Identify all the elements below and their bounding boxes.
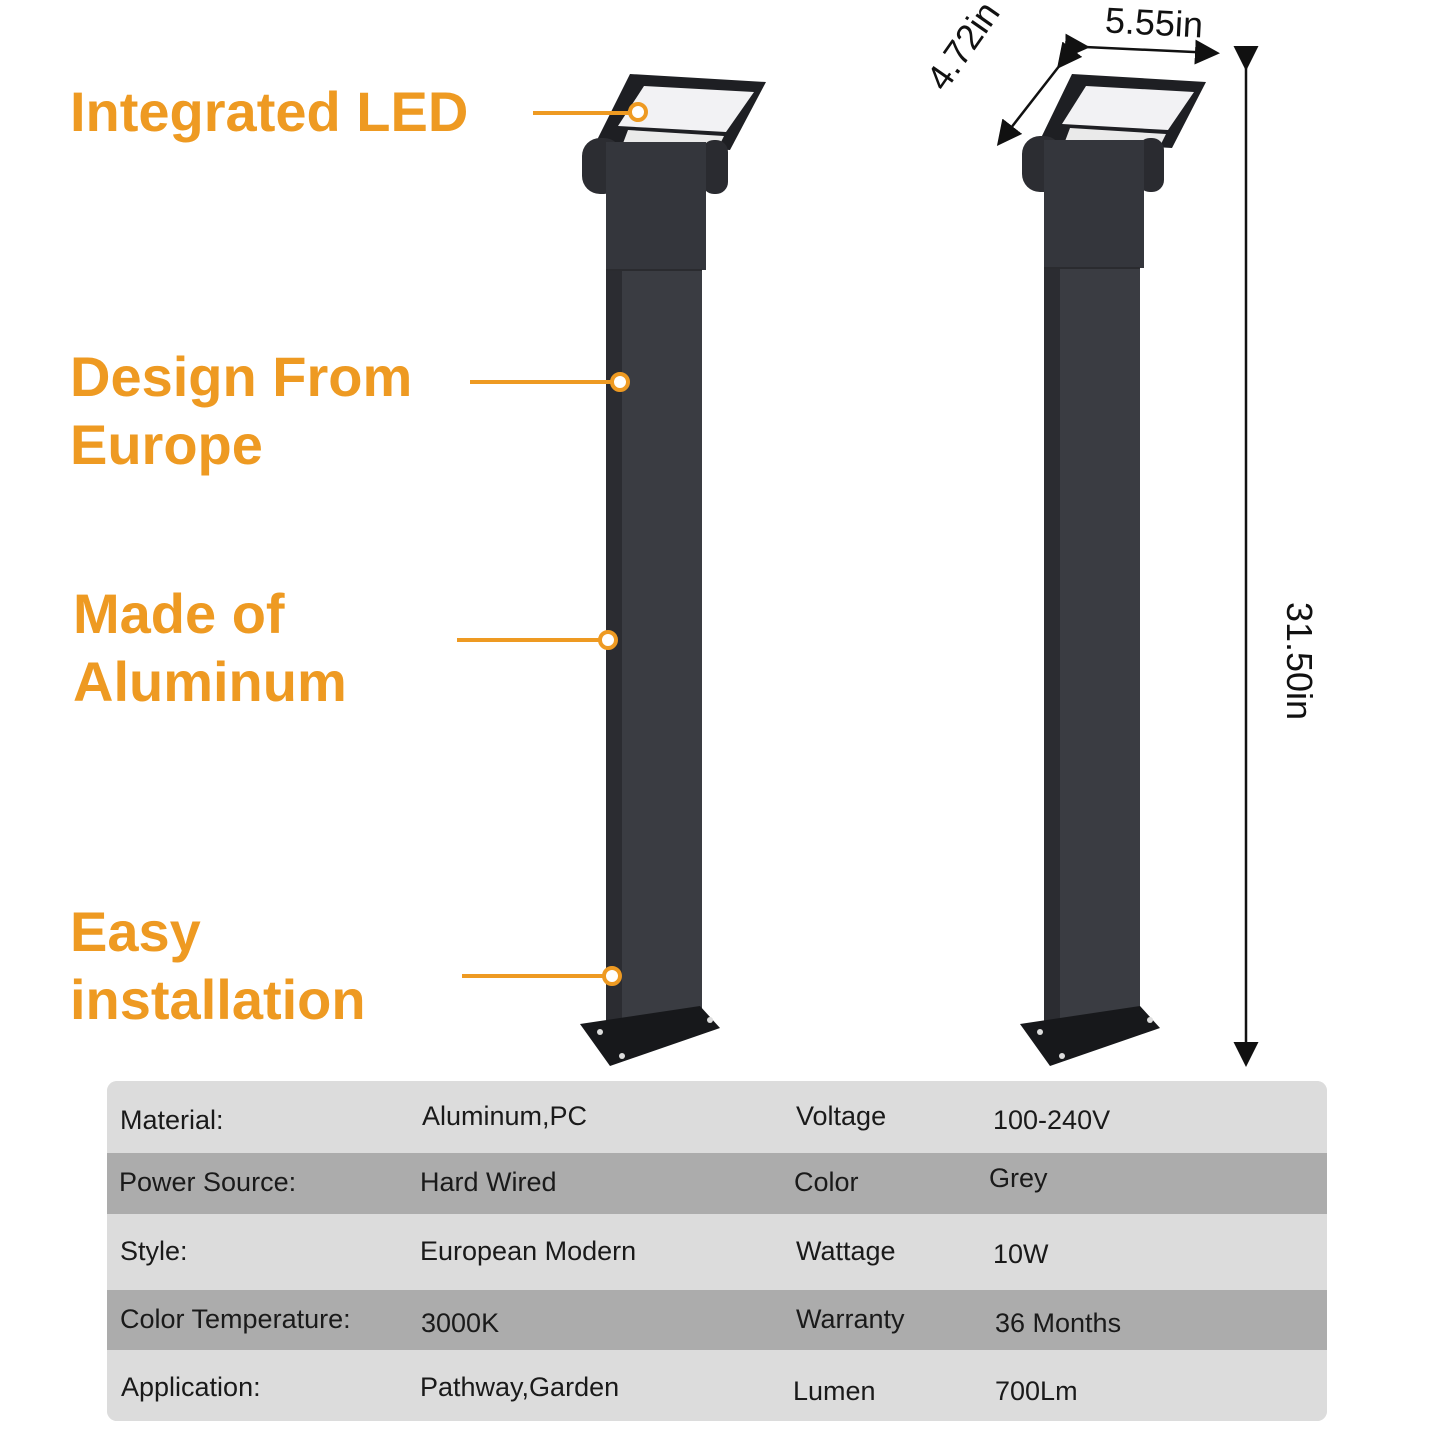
- spec-value: 36 Months: [995, 1308, 1122, 1338]
- spec-label: Material:: [120, 1105, 224, 1135]
- spec-value: Pathway,Garden: [420, 1372, 620, 1402]
- spec-row: Style: European Modern Wattage 10W: [107, 1214, 1327, 1290]
- spec-row: Power Source: Hard Wired Color Grey: [107, 1153, 1327, 1214]
- dimension-height-label: 31.50in: [1279, 601, 1321, 721]
- callout-line-installation: [462, 974, 607, 978]
- callout-dot-design: [610, 372, 630, 392]
- lamp-product-image-left: [580, 74, 766, 1066]
- spec-label: Color Temperature:: [120, 1304, 351, 1334]
- lamp-product-image-right: [1020, 74, 1206, 1066]
- feature-label: Integrated LED: [70, 80, 469, 143]
- spec-label: Application:: [121, 1372, 261, 1402]
- feature-label-line: installation: [70, 968, 366, 1031]
- spec-label: Voltage: [796, 1101, 887, 1131]
- feature-label-line: Aluminum: [73, 650, 347, 713]
- feature-label-line: Design From: [70, 345, 413, 408]
- spec-value: Aluminum,PC: [422, 1101, 588, 1131]
- spec-row: Color Temperature: 3000K Warranty 36 Mon…: [107, 1290, 1327, 1350]
- dimension-arrows: [996, 33, 1259, 1067]
- callout-line-led: [533, 111, 633, 115]
- feature-label-line: Europe: [70, 413, 263, 476]
- spec-row: Application: Pathway,Garden Lumen 700Lm: [107, 1350, 1327, 1421]
- spec-label: Power Source:: [119, 1167, 297, 1197]
- spec-row: Material: Aluminum,PC Voltage 100-240V: [107, 1081, 1327, 1153]
- spec-value: Hard Wired: [420, 1167, 557, 1197]
- callout-dot-aluminum: [598, 630, 618, 650]
- spec-label: Style:: [120, 1236, 188, 1266]
- spec-value: 700Lm: [995, 1376, 1078, 1406]
- spec-label: Warranty: [796, 1304, 905, 1334]
- feature-design-from-europe: Design From Europe: [70, 343, 412, 479]
- dimension-width-label: 5.55in: [1104, 0, 1205, 46]
- feature-integrated-led: Integrated LED: [70, 78, 468, 146]
- callout-dot-led: [628, 102, 648, 122]
- feature-label-line: Easy: [70, 900, 201, 963]
- spec-label: Lumen: [793, 1376, 876, 1406]
- spec-label: Color: [794, 1167, 859, 1197]
- spec-label: Wattage: [796, 1236, 896, 1266]
- specs-table: Material: Aluminum,PC Voltage 100-240V P…: [107, 1081, 1327, 1421]
- spec-value: 3000K: [421, 1308, 500, 1338]
- spec-value: European Modern: [420, 1236, 637, 1266]
- spec-value: Grey: [989, 1163, 1048, 1193]
- callout-line-aluminum: [457, 638, 602, 642]
- spec-value: 10W: [993, 1239, 1049, 1269]
- spec-value: 100-240V: [993, 1105, 1111, 1135]
- callout-line-design: [470, 380, 615, 384]
- feature-easy-installation: Easy installation: [70, 898, 366, 1034]
- feature-made-of-aluminum: Made of Aluminum: [73, 580, 347, 716]
- feature-label-line: Made of: [73, 582, 285, 645]
- callout-dot-installation: [602, 966, 622, 986]
